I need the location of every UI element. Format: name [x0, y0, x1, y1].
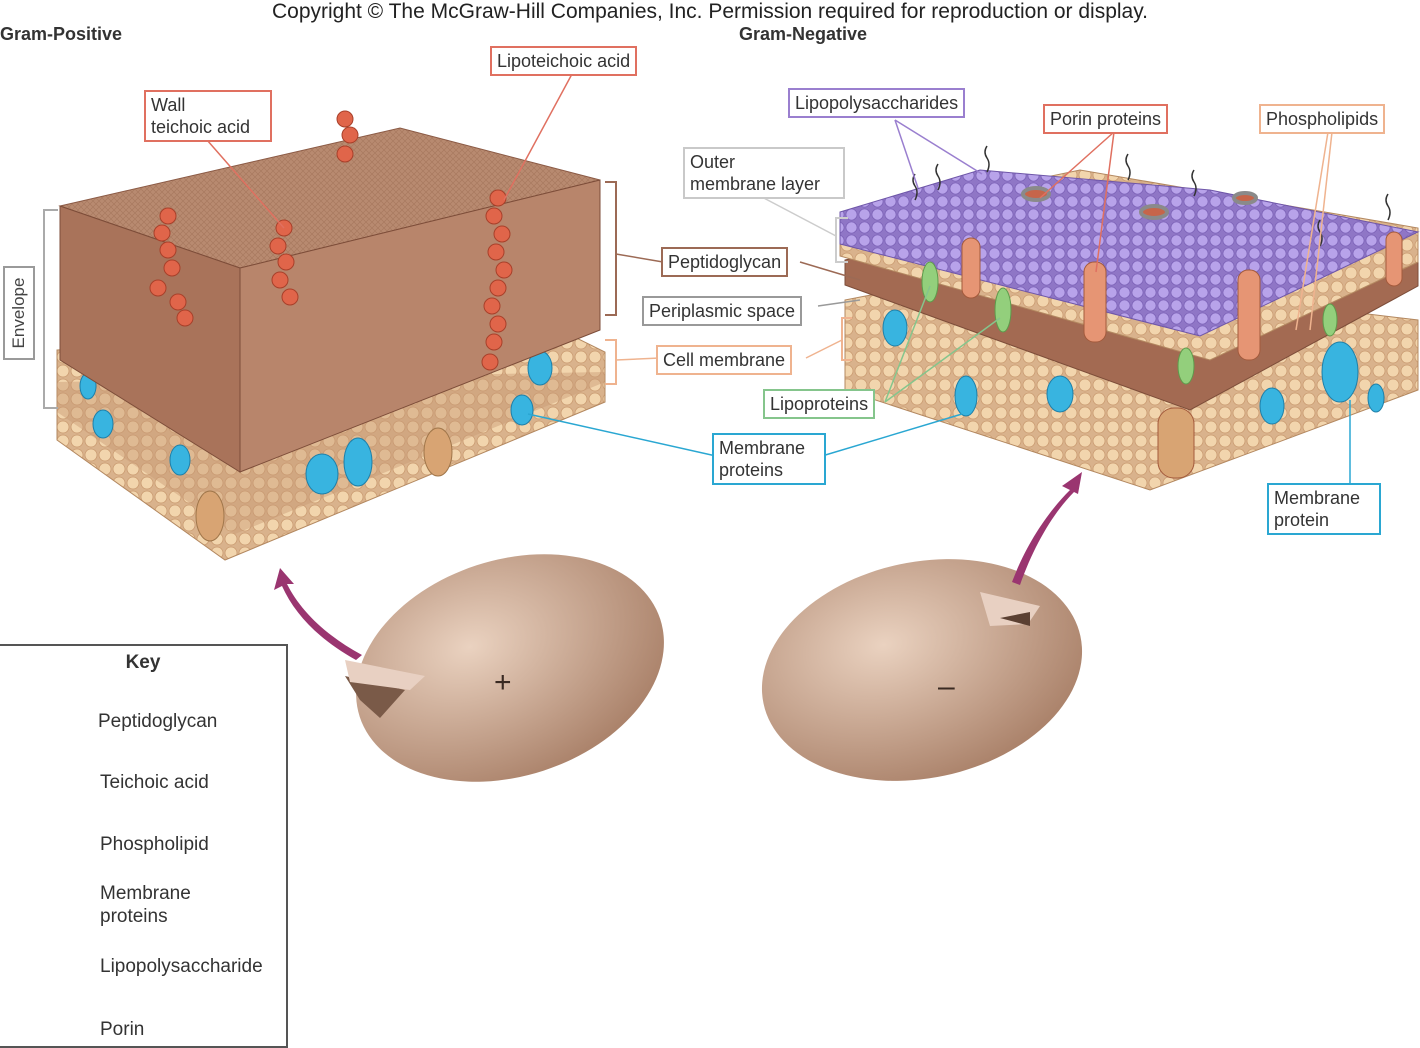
key-item-peptidoglycan: Peptidoglycan [98, 711, 218, 732]
positive-sign: + [494, 666, 512, 699]
gn-porins [961, 231, 1403, 479]
copyright-notice: Copyright © The McGraw-Hill Companies, I… [271, 0, 1149, 23]
gn-lps-tails [912, 145, 1391, 247]
gp-membrane-proteins [79, 350, 553, 495]
gn-lps-layer [839, 169, 1420, 337]
peptidoglycan-bracket [605, 181, 617, 316]
gram-positive-envelope [43, 110, 617, 561]
gn-cell-membrane-bracket [841, 317, 852, 361]
gram-negative-cell [761, 559, 1083, 781]
label-lipopolysaccharides: Lipopolysaccharides [788, 88, 966, 118]
label-lipoteichoic-acid: Lipoteichoic acid [490, 46, 638, 76]
key-item-teichoic-acid: Teichoic acid [100, 772, 209, 793]
gp-peptidoglycan-side [239, 179, 601, 473]
zoom-arrows [274, 472, 1082, 660]
gram-negative-title: Gram-Negative [739, 24, 868, 44]
negative-sign: – [938, 670, 955, 703]
label-lipoproteins: Lipoproteins [763, 389, 876, 419]
membrane-bracket [605, 339, 617, 385]
envelope-label: Envelope [3, 266, 35, 360]
label-periplasmic-space: Periplasmic space [642, 296, 803, 326]
key-item-phospholipid: Phospholipid [100, 834, 209, 855]
envelope-bracket [43, 209, 58, 409]
label-phospholipids: Phospholipids [1259, 104, 1386, 134]
key-item-porin: Porin [100, 1019, 145, 1040]
label-porin-proteins: Porin proteins [1043, 104, 1169, 134]
key-title: Key [125, 652, 161, 673]
label-cell-membrane: Cell membrane [656, 345, 793, 375]
key-item-lipopolysaccharide: Lipopolysaccharide [100, 956, 263, 977]
gn-lipoproteins [921, 261, 1338, 385]
label-peptidoglycan: Peptidoglycan [661, 247, 789, 277]
leader-lines [206, 73, 1351, 486]
gram-negative-envelope [835, 145, 1420, 491]
outer-membrane-bracket [835, 217, 848, 263]
gram-positive-title: Gram-Positive [0, 24, 123, 44]
gp-teichoic-acids [149, 110, 513, 371]
gram-positive-cell [345, 554, 664, 782]
gn-membrane-proteins [882, 309, 1385, 425]
